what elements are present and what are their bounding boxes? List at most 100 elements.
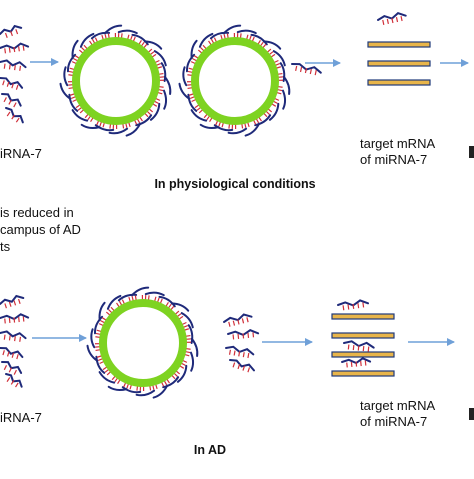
left-rna-strand-bottom bbox=[0, 314, 28, 324]
rna-strand-line bbox=[229, 359, 255, 371]
rna-base-tick bbox=[9, 318, 10, 323]
rna-base-tick bbox=[363, 303, 364, 308]
left-rna-strand-bottom bbox=[3, 373, 24, 390]
rna-strand-line bbox=[1, 92, 22, 106]
rna-base-tick bbox=[14, 301, 16, 306]
rna-base-tick bbox=[15, 336, 16, 341]
vesicle-rna-strand bbox=[283, 91, 285, 109]
label-target-mrna-bottom: target mRNA bbox=[360, 398, 435, 414]
vesicle-rna-strand bbox=[183, 67, 186, 85]
free-mirna-top bbox=[291, 63, 322, 77]
label-target-mrna-top: target mRNA bbox=[360, 136, 435, 152]
rna-base-tick bbox=[348, 305, 349, 310]
free-mirna-bottom bbox=[223, 313, 258, 374]
rna-base-tick bbox=[233, 334, 234, 339]
rna-base-tick bbox=[230, 350, 231, 355]
rna-base-tick bbox=[19, 299, 21, 304]
free-rna-strand-bottom bbox=[228, 329, 259, 340]
left-mirna-cluster-top bbox=[0, 24, 29, 125]
rna-base-tick bbox=[396, 17, 397, 22]
rna-base-tick bbox=[20, 337, 21, 342]
rna-base-tick bbox=[15, 65, 16, 70]
left-rna-strand-top bbox=[3, 107, 25, 126]
rna-base-tick bbox=[14, 47, 15, 52]
rna-base-tick bbox=[16, 85, 18, 90]
right-edge-glyph-top bbox=[469, 146, 474, 158]
rna-base-tick bbox=[23, 317, 24, 322]
vesicle-rna-strand bbox=[119, 31, 137, 34]
rna-base-tick bbox=[5, 319, 6, 324]
mrna-bar-bottom-3 bbox=[332, 352, 394, 357]
left-rna-strand-bottom bbox=[0, 347, 23, 361]
vesicle-rna-strand bbox=[246, 124, 260, 136]
rna-base-tick bbox=[7, 377, 10, 381]
rna-base-tick bbox=[3, 80, 5, 85]
vesicle-rna-strand bbox=[88, 346, 98, 361]
rna-base-tick bbox=[16, 29, 18, 34]
vesicle-rna-strand bbox=[61, 84, 71, 99]
rna-base-tick bbox=[363, 346, 364, 351]
rna-base-tick bbox=[243, 352, 244, 357]
vesicle-rna-strand bbox=[64, 67, 67, 85]
rna-base-tick bbox=[9, 335, 10, 340]
bound-mirna-top bbox=[377, 12, 406, 26]
mrna-bar-bottom-1 bbox=[332, 314, 394, 319]
vesicle-rna-strand bbox=[154, 386, 168, 398]
vesicle-rna-strand bbox=[192, 339, 198, 356]
rna-base-tick bbox=[348, 345, 349, 350]
rna-base-tick bbox=[248, 353, 249, 358]
vesicle-bottom bbox=[88, 288, 198, 398]
rna-base-tick bbox=[9, 64, 10, 69]
vesicle-rna-strand bbox=[119, 295, 136, 300]
vesicle-rna-strand bbox=[180, 84, 190, 99]
free-rna-strand-bottom bbox=[228, 359, 255, 374]
caption-ad: In AD bbox=[150, 442, 270, 458]
rna-base-tick bbox=[238, 364, 240, 369]
rna-base-tick bbox=[387, 19, 388, 24]
rna-strand-line bbox=[1, 360, 23, 373]
right-edge-glyph-bottom bbox=[469, 408, 474, 420]
rna-base-tick bbox=[242, 318, 243, 323]
rna-base-tick bbox=[365, 361, 366, 366]
vesicle-ring bbox=[103, 303, 183, 383]
vesicle-rna-strand bbox=[284, 77, 290, 94]
rna-base-tick bbox=[4, 64, 5, 69]
vesicle-rna-strand bbox=[165, 77, 171, 94]
rna-base-tick bbox=[16, 118, 19, 122]
vesicle-rna-strand bbox=[91, 329, 94, 347]
free-rna-strand-top bbox=[291, 63, 322, 77]
rna-base-tick bbox=[8, 352, 9, 357]
rna-base-tick bbox=[353, 345, 354, 350]
rna-strand-line bbox=[0, 331, 26, 339]
mrna-bar-top-3 bbox=[368, 80, 430, 85]
rna-base-tick bbox=[19, 317, 20, 322]
mrna-stack-bottom bbox=[332, 299, 394, 376]
mrna-bar-top-2 bbox=[368, 61, 430, 66]
rna-base-tick bbox=[23, 46, 24, 51]
left-rna-strand-top bbox=[0, 24, 23, 40]
mrna-bar-top-1 bbox=[368, 42, 430, 47]
rna-base-tick bbox=[9, 302, 11, 307]
bound-mirna-bottom-3 bbox=[342, 358, 371, 368]
rna-base-tick bbox=[361, 361, 362, 366]
rna-base-tick bbox=[247, 317, 248, 322]
rna-base-tick bbox=[4, 97, 6, 101]
left-rna-strand-bottom bbox=[0, 294, 25, 310]
free-rna-strand-bottom bbox=[223, 313, 252, 328]
vesicle-top-1 bbox=[61, 26, 171, 136]
vesicle-rna-strand bbox=[211, 33, 228, 38]
bound-mirna-bottom-2 bbox=[343, 341, 374, 353]
rna-base-tick bbox=[301, 67, 302, 72]
label-mirna7-bottom-left: iRNA-7 bbox=[0, 410, 42, 426]
vesicle-rna-strand bbox=[164, 91, 166, 109]
mrna-bar-bottom-2 bbox=[332, 333, 394, 338]
left-mirna-cluster-bottom bbox=[0, 294, 28, 389]
rna-base-tick bbox=[5, 48, 6, 53]
label-reduced-line1: is reduced in bbox=[0, 205, 74, 221]
vesicle-rna-strand bbox=[92, 33, 109, 38]
rna-base-tick bbox=[233, 363, 235, 368]
rna-base-tick bbox=[315, 70, 316, 75]
left-rna-strand-top bbox=[0, 60, 26, 72]
rna-base-tick bbox=[296, 66, 297, 71]
